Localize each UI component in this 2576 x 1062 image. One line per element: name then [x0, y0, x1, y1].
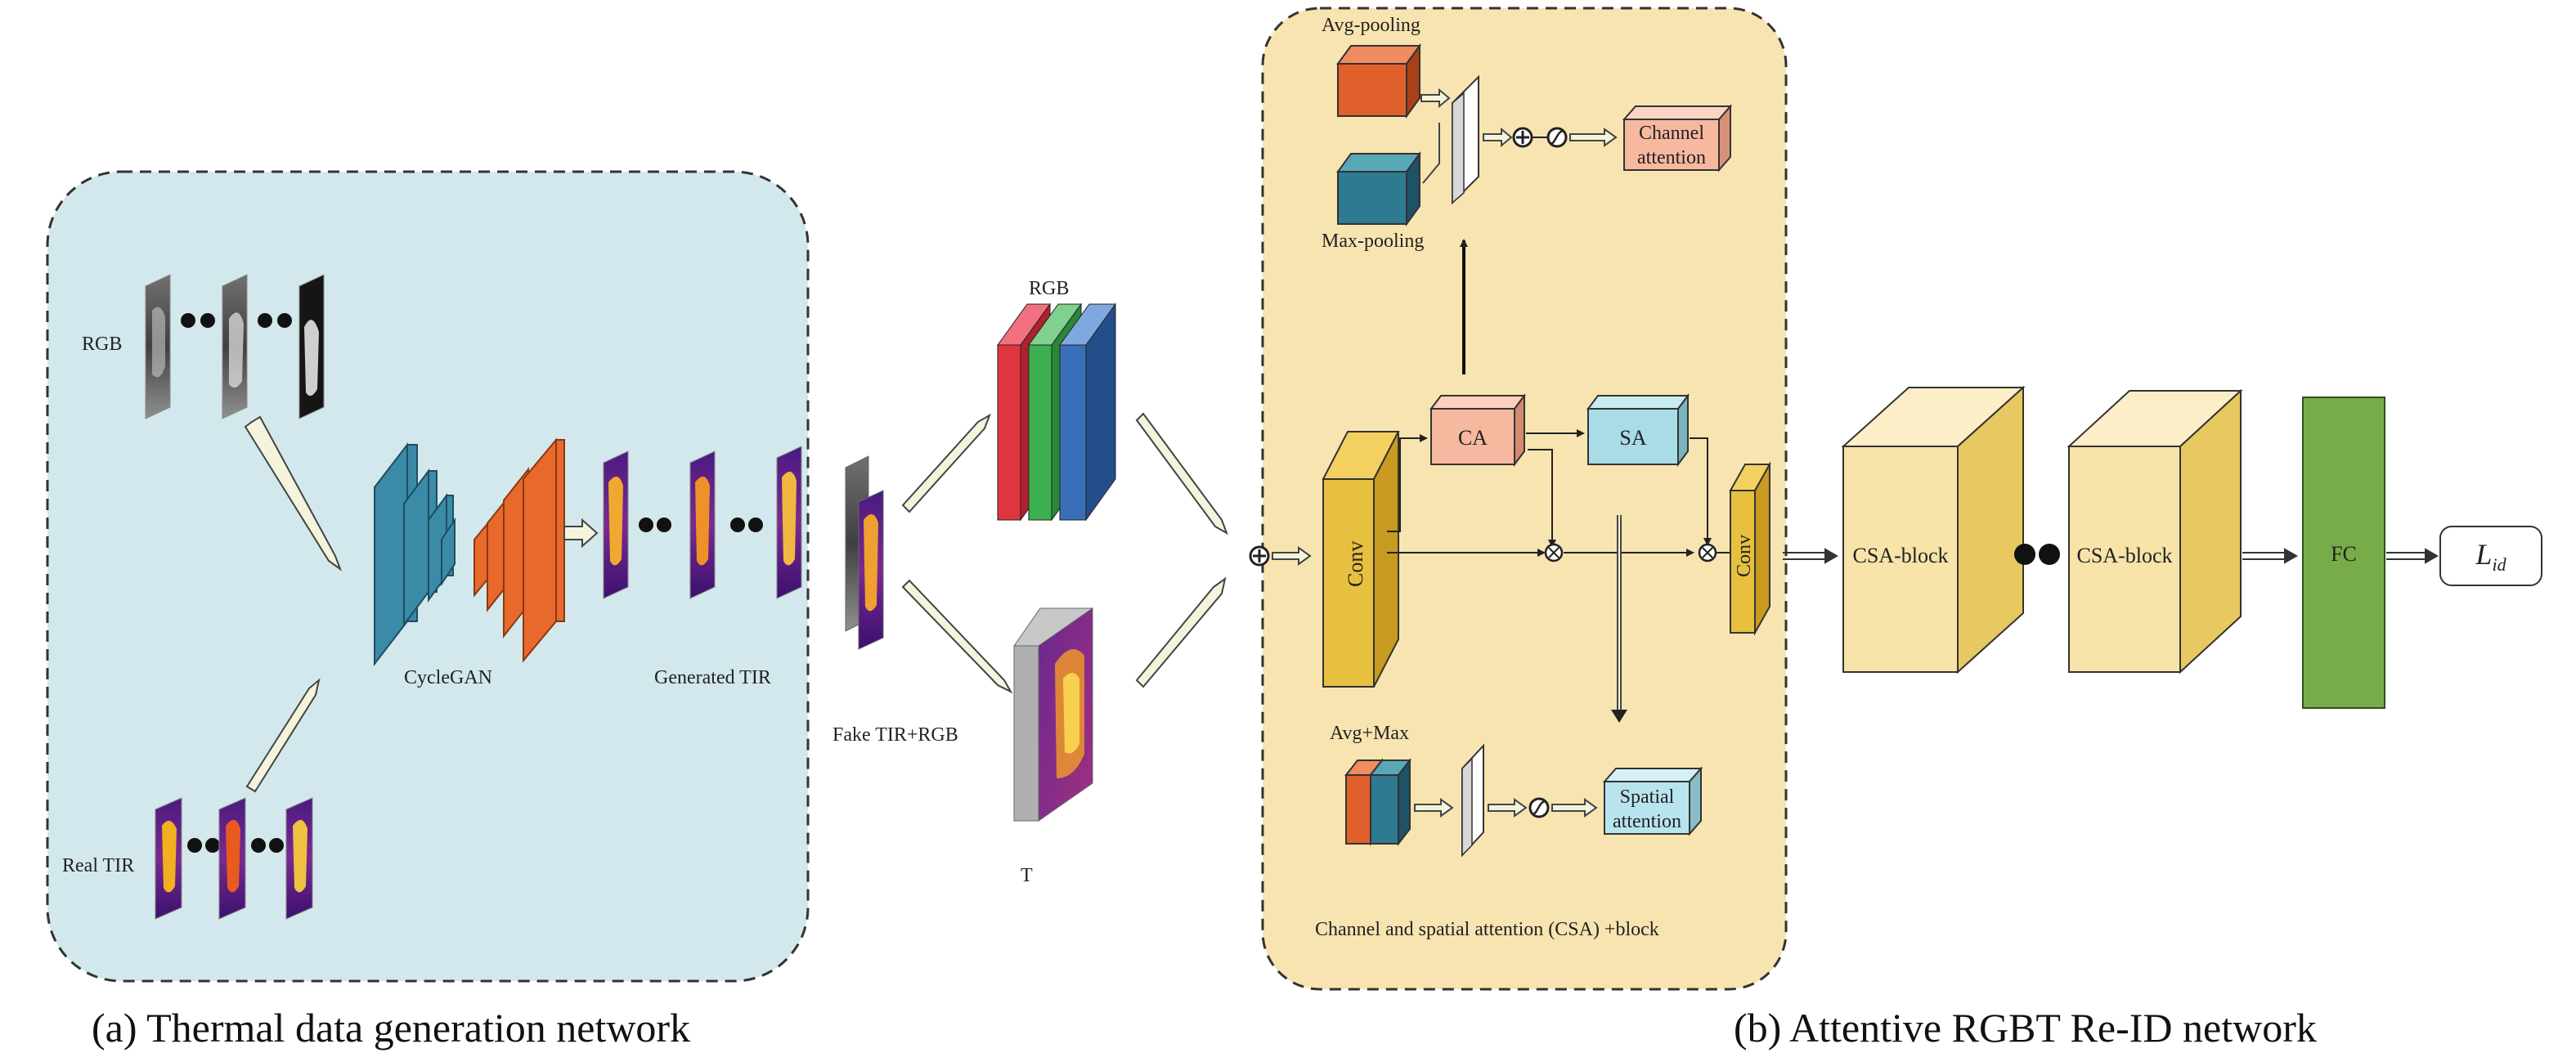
spatial-feature-map [1461, 743, 1484, 858]
max-pooling-cube [1336, 150, 1421, 227]
csa-block-2-label: CSA-block [2077, 544, 2173, 567]
max-pooling-connector [1422, 123, 1440, 184]
csa-block-1-label: CSA-block [1853, 544, 1949, 567]
generated-tir-image-strip [603, 446, 802, 599]
fake-to-t-arrow [901, 579, 1013, 694]
concat-to-conv-arrow [1272, 546, 1312, 566]
rgb-label: RGB [82, 334, 122, 355]
conv-2-label: Conv [1734, 535, 1755, 577]
channel-attention-box [1622, 104, 1733, 173]
fc-layer [2302, 397, 2385, 709]
channel-attention-label-line1: Channel [1639, 123, 1704, 144]
avg-max-label: Avg+Max [1330, 723, 1409, 744]
fake-to-rgb-arrow [901, 413, 991, 513]
sigmoid-operator-spatial [1528, 797, 1550, 818]
conv-block-1 [1322, 431, 1400, 688]
cyclegan-to-generated-arrow [563, 518, 599, 549]
cyclegan-label: CycleGAN [404, 667, 492, 688]
real-tir-image-strip [155, 797, 313, 920]
map-to-sigmoid-arrow [1488, 798, 1528, 818]
spatial-attention-label-line2: attention [1613, 811, 1681, 832]
avg-max-cubes [1344, 758, 1412, 846]
sa-to-spatial-subdiagram-arrow [1611, 515, 1627, 723]
concat-operator [1249, 545, 1270, 567]
max-pooling-label: Max-pooling [1322, 231, 1424, 252]
sa-box [1586, 393, 1690, 467]
spatial-attention-label-line1: Spatial [1620, 786, 1675, 808]
thermal-t-block [1013, 607, 1093, 822]
real-tir-to-cyclegan-arrow [245, 678, 321, 793]
rgb-channel-stack [997, 302, 1116, 522]
sa-label: SA [1619, 426, 1646, 450]
multiply-operator-1 [1544, 543, 1564, 562]
conv2-to-csa-arrow [1783, 548, 1839, 564]
ca-label: CA [1458, 426, 1488, 450]
loss-box [2439, 526, 2542, 586]
csa-ellipsis-dots [2014, 544, 2060, 565]
csa-block-2 [2067, 388, 2243, 674]
panel-b-background [1261, 7, 1788, 991]
sigmoid-to-channel-attention-arrow [1569, 128, 1618, 147]
channel-attention-label-line2: attention [1637, 147, 1706, 168]
cyclegan-generator [374, 437, 565, 666]
conv-block-2 [1729, 461, 1771, 636]
sigmoid-operator-channel [1546, 127, 1568, 148]
attention-flow-lines [1387, 429, 1712, 557]
add-operator [1512, 127, 1533, 148]
fc-to-loss-arrow [2386, 548, 2439, 564]
ca-box [1429, 393, 1526, 467]
csa-caption: Channel and spatial attention (CSA) +blo… [1315, 919, 1659, 940]
rgb-stack-label: RGB [1029, 278, 1069, 299]
sigmoid-to-spatial-attention-arrow [1551, 798, 1598, 818]
rgb-to-network-arrow [1135, 412, 1228, 535]
multiply-operator-2 [1698, 543, 1717, 562]
pooling-merge-arrows [1420, 87, 1451, 109]
rgb-image-strip [145, 274, 325, 419]
avg-pooling-label: Avg-pooling [1322, 15, 1420, 36]
rgb-to-cyclegan-arrow [244, 415, 343, 571]
vector-to-add-arrow [1483, 127, 1513, 148]
csa-to-fc-arrow [2242, 548, 2299, 564]
fake-tir-rgb-pair [845, 455, 884, 650]
panel-a-caption: (a) Thermal data generation network [92, 1005, 690, 1051]
spatial-attention-box [1602, 766, 1703, 836]
loss-subscript: id [2492, 554, 2506, 575]
generated-tir-label: Generated TIR [654, 667, 771, 688]
avgmax-to-map-arrow [1414, 798, 1454, 818]
csa-block-1 [1841, 385, 2026, 674]
panel-b-caption: (b) Attentive RGBT Re-ID network [1734, 1005, 2317, 1051]
fc-label: FC [2331, 542, 2357, 566]
t-to-network-arrow [1135, 576, 1227, 688]
avg-pooling-cube [1336, 43, 1421, 119]
conv-1-label: Conv [1344, 541, 1367, 587]
real-tir-label: Real TIR [62, 855, 134, 876]
t-label: T [1021, 865, 1033, 886]
loss-label: Lid [2475, 538, 2506, 575]
channel-feature-vector [1452, 74, 1479, 205]
fake-tir-rgb-label: Fake TIR+RGB [832, 724, 958, 746]
loss-main: L [2475, 538, 2492, 571]
